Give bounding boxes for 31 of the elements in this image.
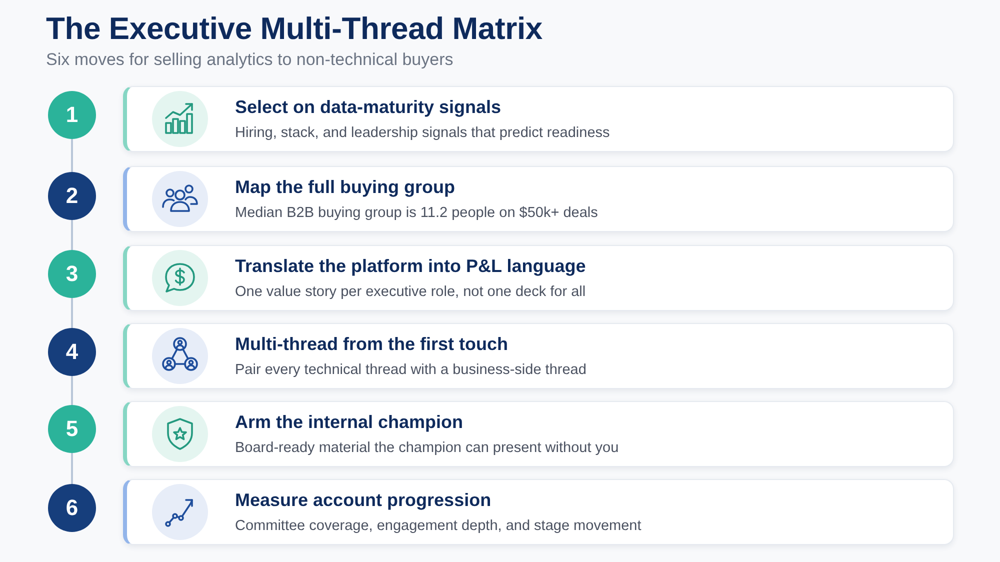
step-description: Pair every technical thread with a business-side thread xyxy=(235,362,586,378)
diagram-title: The Executive Multi-Thread Matrix xyxy=(46,11,542,47)
connector-line xyxy=(71,139,73,172)
step-title: Measure account progression xyxy=(235,490,492,511)
step-title: Arm the internal champion xyxy=(235,412,464,433)
step-number-circle: 3 xyxy=(48,250,96,298)
step-number-circle: 2 xyxy=(48,172,96,220)
diagram-subtitle: Six moves for selling analytics to non-technical buyers xyxy=(46,50,454,70)
step-card xyxy=(123,245,954,311)
step-description: Hiring, stack, and leadership signals that predict readiness xyxy=(235,125,610,141)
connector-line xyxy=(71,220,73,250)
step-description: Median B2B buying group is 11.2 people on $50k+ deals xyxy=(235,205,598,221)
step-card xyxy=(123,401,954,467)
step-card xyxy=(123,479,954,545)
step-title: Multi-thread from the first touch xyxy=(235,334,508,355)
step-number-circle: 5 xyxy=(48,405,96,453)
step-card xyxy=(123,323,954,389)
step-number-circle: 4 xyxy=(48,328,96,376)
step-description: One value story per executive role, not one deck for all xyxy=(235,284,586,300)
step-card xyxy=(123,166,954,232)
step-title: Select on data-maturity signals xyxy=(235,97,502,118)
step-title: Translate the platform into P&L language xyxy=(235,256,586,277)
step-card xyxy=(123,86,954,152)
connector-line xyxy=(71,376,73,405)
step-description: Committee coverage, engagement depth, and stage movement xyxy=(235,518,642,534)
step-description: Board-ready material the champion can present without you xyxy=(235,440,619,456)
connector-line xyxy=(71,453,73,484)
step-number-circle: 6 xyxy=(48,484,96,532)
connector-line xyxy=(71,298,73,328)
step-title: Map the full buying group xyxy=(235,177,455,198)
step-number-circle: 1 xyxy=(48,91,96,139)
